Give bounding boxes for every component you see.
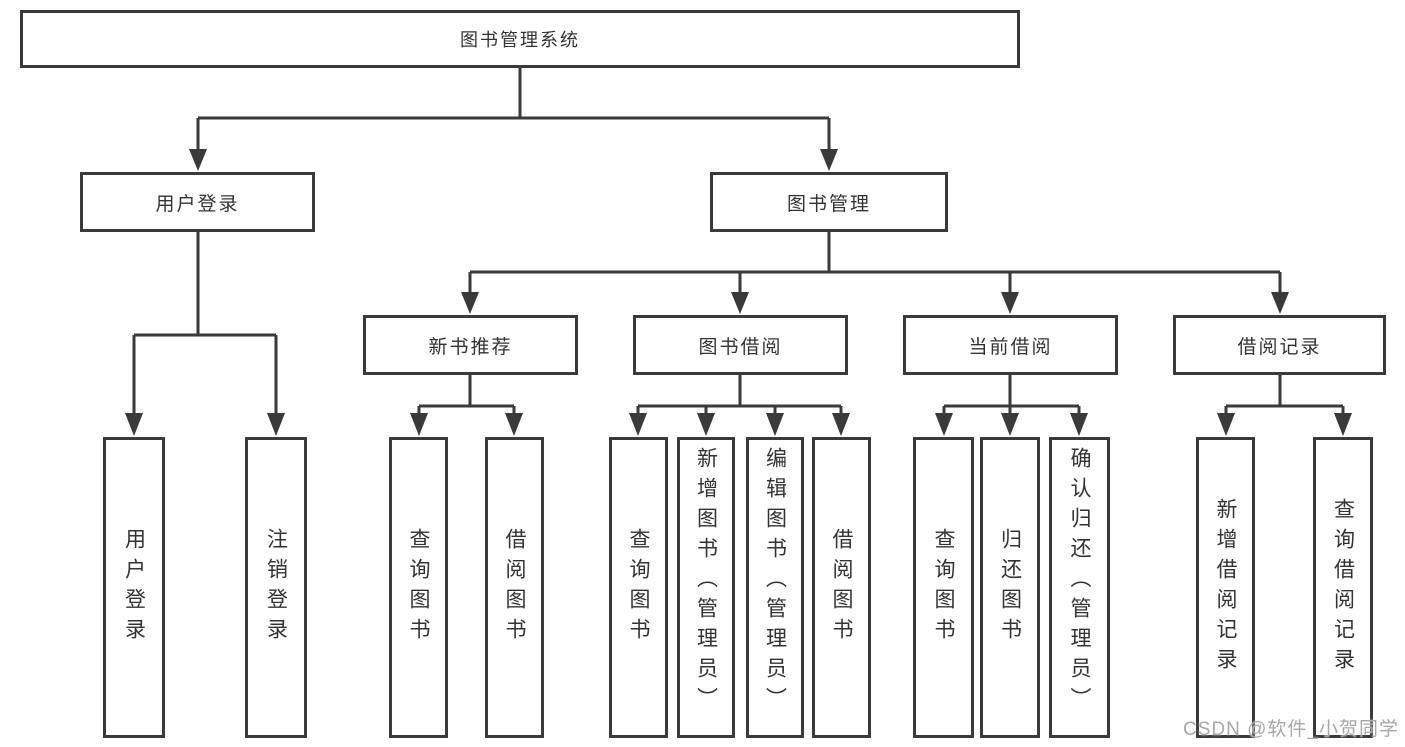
node-leaf-borrow-books-rec: 借阅图书 — [485, 437, 544, 738]
node-leaf-add-books-admin: 新增图书（管理员） — [677, 437, 735, 738]
node-leaf-return-books: 归还图书 — [980, 437, 1040, 738]
arrowhead-icon — [1217, 413, 1235, 436]
arrowhead-icon — [461, 292, 479, 314]
arrowhead-icon — [189, 149, 207, 171]
arrowhead-icon — [832, 413, 850, 436]
arrowhead-icon — [1334, 413, 1352, 436]
arrowhead-icon — [629, 413, 647, 436]
connector-line — [132, 232, 278, 413]
node-label: 查询图书 — [627, 527, 650, 648]
node-leaf-query-books-borrow: 查询图书 — [609, 437, 668, 738]
connector-line — [942, 375, 1081, 413]
arrowhead-icon — [731, 292, 749, 314]
node-leaf-confirm-return-admin: 确认归还（管理员） — [1049, 437, 1110, 738]
connector-line — [468, 232, 1282, 292]
arrowhead-icon — [267, 413, 285, 436]
connector-line — [1224, 375, 1345, 413]
arrowhead-icon — [1001, 413, 1019, 436]
node-label: 借阅图书 — [830, 527, 853, 648]
arrowhead-icon — [505, 413, 523, 436]
arrowhead-icon — [410, 413, 428, 436]
node-current-borrowing: 当前借阅 — [903, 315, 1118, 375]
node-leaf-query-borrow-record: 查询借阅记录 — [1313, 437, 1373, 738]
watermark: CSDN @软件_小贺同学 — [1183, 719, 1399, 740]
node-leaf-borrow-books: 借阅图书 — [812, 437, 871, 738]
node-label: 注销登录 — [264, 527, 288, 648]
node-leaf-query-books-current: 查询图书 — [913, 437, 974, 738]
arrowhead-icon — [697, 413, 715, 436]
arrowhead-icon — [766, 413, 784, 436]
node-label: 查询图书 — [407, 527, 430, 648]
edge-user-login-children — [125, 232, 285, 436]
node-leaf-logout: 注销登录 — [245, 437, 307, 738]
node-borrowing-records: 借阅记录 — [1173, 315, 1386, 375]
node-label: 归还图书 — [998, 527, 1022, 648]
node-label: 查询图书 — [932, 527, 955, 648]
node-leaf-add-borrow-record: 新增借阅记录 — [1196, 437, 1255, 738]
arrowhead-icon — [1070, 413, 1088, 436]
edge-book-borrowing-children — [629, 375, 850, 436]
edge-new-book-rec-children — [410, 375, 523, 436]
connector-line — [417, 375, 516, 413]
node-label: 编辑图书（管理员） — [763, 447, 787, 717]
edge-book-management-children — [461, 232, 1289, 314]
node-book-management: 图书管理 — [710, 172, 948, 232]
arrowhead-icon — [935, 413, 953, 436]
node-leaf-user-login: 用户登录 — [103, 437, 165, 738]
arrowhead-icon — [125, 413, 143, 436]
node-user-login: 用户登录 — [80, 172, 315, 232]
node-label: 查询借阅记录 — [1331, 497, 1355, 678]
edge-current-borrowing-children — [935, 375, 1088, 436]
node-library-management-system: 图书管理系统 — [20, 10, 1020, 68]
node-label: 新增图书（管理员） — [694, 447, 718, 717]
node-leaf-edit-books-admin: 编辑图书（管理员） — [746, 437, 804, 738]
arrowhead-icon — [1271, 292, 1289, 314]
node-label: 确认归还（管理员） — [1068, 447, 1091, 717]
connector-line — [196, 68, 831, 149]
connector-line — [636, 375, 843, 413]
node-label: 新增借阅记录 — [1214, 497, 1237, 678]
edge-root-to-level2 — [189, 68, 838, 171]
edge-borrow-records-children — [1217, 375, 1352, 436]
node-label: 借阅图书 — [503, 527, 526, 648]
node-book-borrowing: 图书借阅 — [633, 315, 848, 375]
node-new-book-recommendation: 新书推荐 — [363, 315, 578, 375]
node-leaf-query-books-rec: 查询图书 — [389, 437, 448, 738]
arrowhead-icon — [820, 149, 838, 171]
node-label: 用户登录 — [122, 527, 146, 648]
arrowhead-icon — [1001, 292, 1019, 314]
